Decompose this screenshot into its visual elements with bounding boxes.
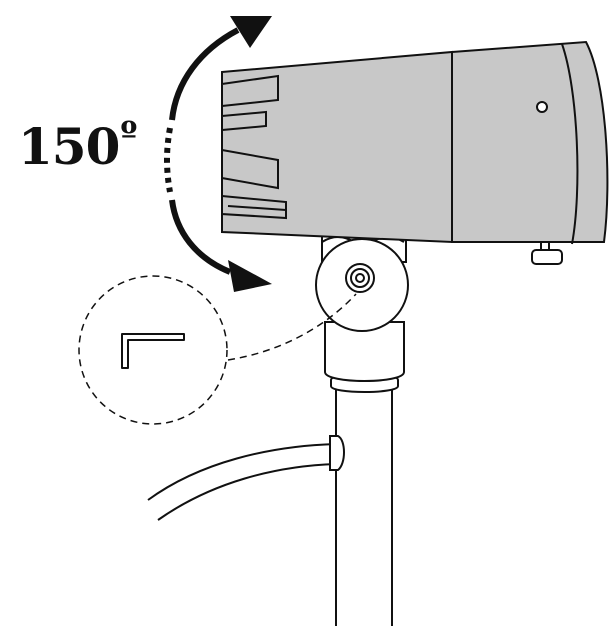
spotlight-housing xyxy=(221,40,609,265)
housing-front-body xyxy=(451,40,609,243)
focus-knob xyxy=(531,249,563,265)
mounting-pole xyxy=(330,373,399,626)
curved-double-arrow-icon xyxy=(164,16,272,292)
arrow-lower-arc xyxy=(169,199,232,275)
callout-circle xyxy=(78,275,228,425)
arrow-head-top xyxy=(230,16,272,48)
cable-clip xyxy=(329,435,345,471)
degree-symbol: º xyxy=(120,115,137,155)
cooling-fin xyxy=(221,148,279,190)
cooling-fin xyxy=(221,110,267,132)
arrow-head-bottom xyxy=(228,260,272,292)
detail-callout xyxy=(78,275,357,425)
rotation-angle-label: 150º xyxy=(18,115,137,172)
cooling-fin xyxy=(221,74,279,108)
allen-key-icon xyxy=(121,333,185,369)
rotation-angle-value: 150 xyxy=(18,117,120,176)
housing-screw xyxy=(536,101,548,113)
arrow-upper-arc xyxy=(169,27,240,121)
callout-leader-line xyxy=(227,293,357,361)
focus-knob-stem xyxy=(540,241,550,251)
power-cable xyxy=(147,435,345,521)
arrow-dashed-middle xyxy=(164,127,173,193)
housing-front-ring xyxy=(561,43,579,245)
